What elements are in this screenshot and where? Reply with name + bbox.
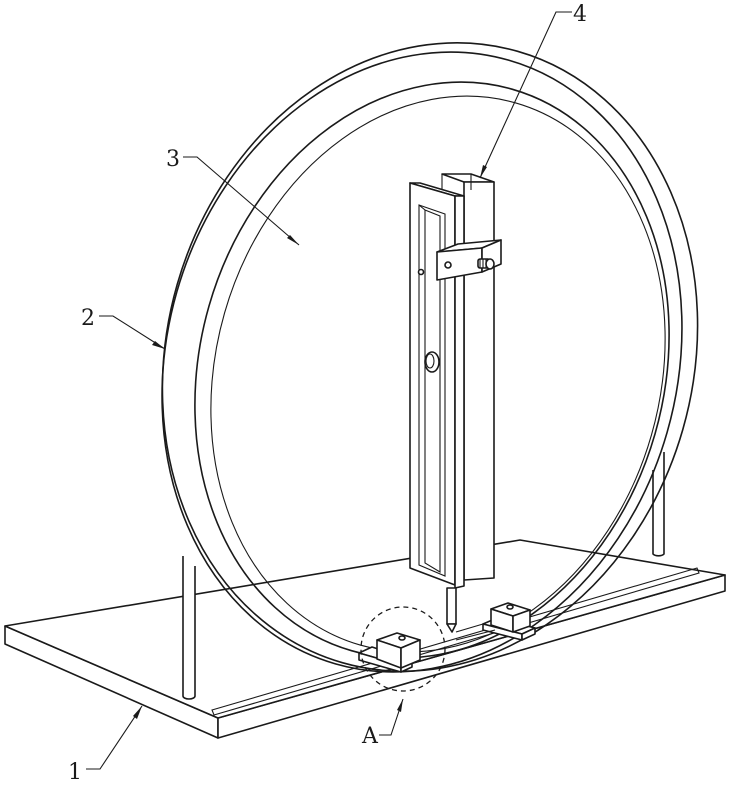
label-base: 1 bbox=[68, 760, 82, 785]
vertical-holder bbox=[410, 174, 501, 632]
label-disc: 3 bbox=[166, 147, 180, 172]
label-holder: 4 bbox=[573, 2, 587, 27]
label-detail: A bbox=[361, 724, 379, 749]
base-plate bbox=[5, 540, 725, 738]
label-ring: 2 bbox=[81, 306, 95, 331]
clamp-screw bbox=[478, 259, 494, 269]
